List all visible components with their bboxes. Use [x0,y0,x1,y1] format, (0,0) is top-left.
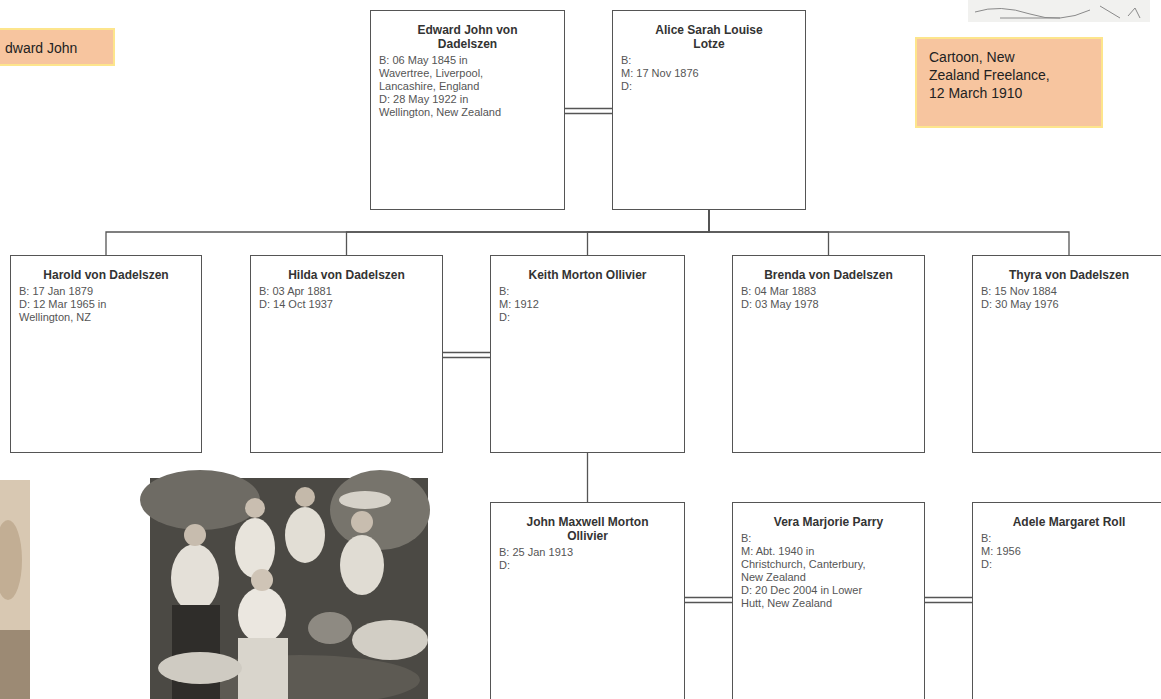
life-event: M: 17 Nov 1876 [621,67,797,80]
marriage-line [925,598,972,603]
person-box: Hilda von Dadelszen B: 03 Apr 1881D: 14 O… [250,255,443,453]
person-box: Alice Sarah Louise LotzeB:M: 17 Nov 1876… [612,10,806,210]
photo-figure [251,569,273,591]
person-name: Hilda von Dadelszen [259,268,434,282]
photo-figure [172,605,220,699]
note-box: dward John [0,28,115,66]
life-event: D: [981,558,1157,571]
life-event: B: [741,532,916,545]
person-box: Keith Morton OllivierB:M: 1912D: [490,255,685,453]
descent-line [588,210,710,255]
photo-foliage [140,470,260,530]
life-event: D: 28 May 1922 in Wellington, New Zealan… [379,93,556,119]
photo-figure [184,524,206,546]
descent-line [587,453,588,502]
marriage-line [685,598,732,603]
descent-line [347,210,710,255]
person-name: John Maxwell Morton Ollivier [499,515,676,543]
life-event: M: 1956 [981,545,1157,558]
life-event: B: 03 Apr 1881 [259,285,434,298]
note-box: Cartoon, New Zealand Freelance, 12 March… [915,37,1103,128]
person-name: Vera Marjorie Parry [741,515,916,529]
marriage-line [565,109,612,114]
person-name: Adele Margaret Roll [981,515,1157,529]
life-event: B: 04 Mar 1883 [741,285,916,298]
photo-figure [340,535,384,595]
photo-foliage [330,470,430,550]
person-box: Vera Marjorie ParryB:M: Abt. 1940 in Chr… [732,502,925,699]
person-box: Adele Margaret RollB:M: 1956D: [972,502,1161,699]
life-event: D: [621,80,797,93]
descent-line [709,210,1069,255]
life-event: D: 12 Mar 1965 in Wellington, NZ [19,298,193,324]
life-event: M: Abt. 1940 in Christchurch, Canterbury… [741,545,916,584]
marriage-line [443,353,490,358]
person-name: Alice Sarah Louise Lotze [621,23,797,51]
life-event: B: [981,532,1157,545]
life-event: B: [499,285,676,298]
note-text: dward John [5,39,109,57]
life-event: D: 20 Dec 2004 in Lower Hutt, New Zealan… [741,584,916,610]
photo-figure [171,544,219,612]
portrait-face [0,520,22,600]
photo-figure [238,638,288,699]
life-event: M: 1912 [499,298,676,311]
cartoon-sketch [975,6,1140,18]
life-event: B: 15 Nov 1884 [981,285,1157,298]
note-text: Cartoon, New Zealand Freelance, 12 March… [929,48,1063,102]
life-event: B: 25 Jan 1913 [499,546,676,559]
person-name: Edward John von Dadelszen [379,23,556,51]
person-box: Brenda von Dadelszen B: 04 Mar 1883D: 03 … [732,255,925,453]
life-event: D: [499,311,676,324]
person-box: John Maxwell Morton Ollivier B: 25 Jan 19… [490,502,685,699]
life-event: D: [499,559,676,572]
person-box: Thyra von Dadelszen B: 15 Nov 1884D: 30 M… [972,255,1161,453]
life-event: B: [621,54,797,67]
person-box: Edward John von Dadelszen B: 06 May 1845 … [370,10,565,210]
photo-figure [351,511,373,533]
person-name: Harold von Dadelszen [19,268,193,282]
cartoon-image [968,0,1150,22]
person-name: Brenda von Dadelszen [741,268,916,282]
photo-hat [158,652,242,684]
life-event: B: 06 May 1845 in Wavertree, Liverpool, … [379,54,556,93]
life-event: B: 17 Jan 1879 [19,285,193,298]
person-name: Keith Morton Ollivier [499,268,676,282]
photo-figure [235,518,275,578]
photo-hat [339,491,391,509]
life-event: D: 30 May 1976 [981,298,1157,311]
photo-figure [245,498,265,518]
person-box: Harold von Dadelszen B: 17 Jan 1879D: 12 … [10,255,202,453]
photo-basket [308,612,352,644]
photo-figure [285,507,325,563]
life-event: D: 03 May 1978 [741,298,916,311]
photo-figure [295,487,315,507]
person-name: Thyra von Dadelszen [981,268,1157,282]
life-event: D: 14 Oct 1937 [259,298,434,311]
photo-hat [352,620,428,660]
descent-line [106,210,709,255]
portrait-clothing [0,630,30,699]
photo-figure [238,587,286,643]
